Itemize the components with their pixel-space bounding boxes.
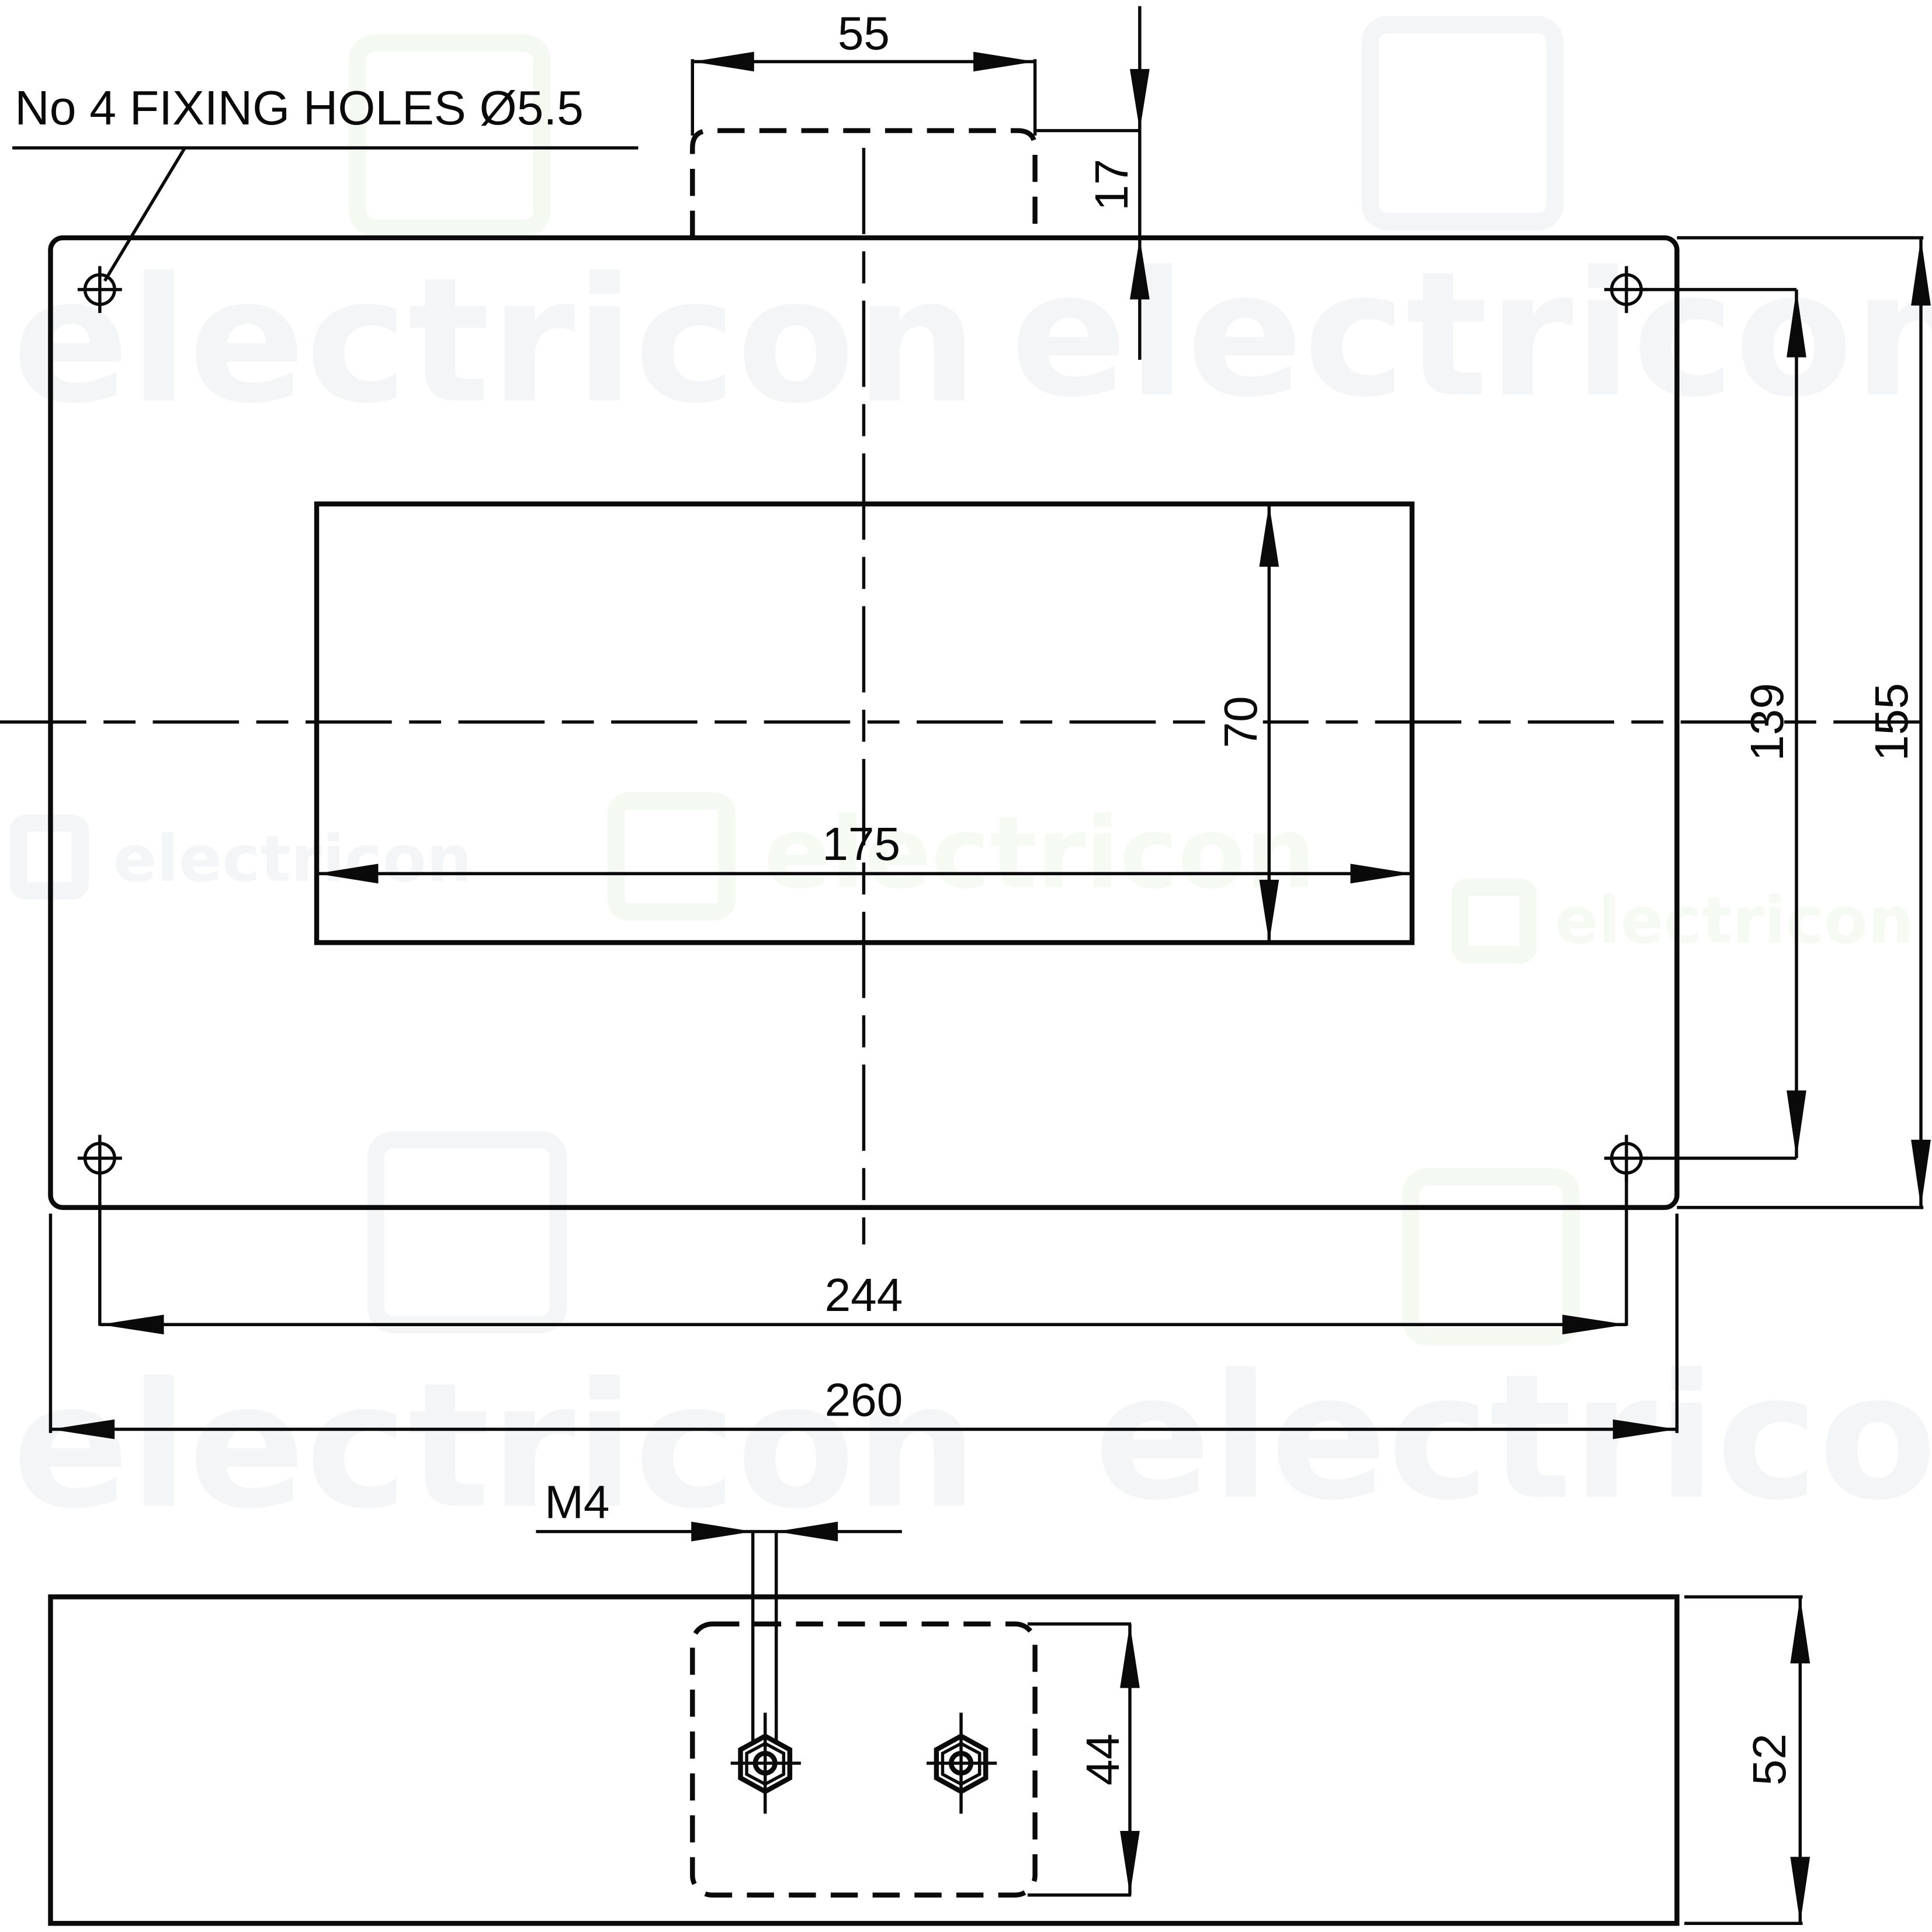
watermark-logo-icon [607,792,736,921]
svg-text:44: 44 [1076,1733,1129,1785]
watermark-logo-icon [367,1131,567,1333]
svg-text:70: 70 [1214,696,1267,748]
dimension-55: 55 [691,6,1037,136]
terminal-nut-left [730,1712,801,1814]
dimension-44: 44 [1027,1622,1140,1897]
terminal-box-side-hidden-outline [690,1621,1038,1898]
watermark-text: electricon [12,1345,978,1546]
arrow-icon [1787,1090,1806,1158]
svg-text:260: 260 [825,1373,903,1425]
dimension-244: 244 [98,1173,1628,1335]
watermark-logo-icon [1451,878,1536,964]
arrow-icon [1350,863,1412,884]
arrow-icon [99,1314,164,1335]
arrow-icon [1259,879,1279,943]
svg-text:55: 55 [838,6,890,59]
svg-text:139: 139 [1740,683,1793,761]
arrow-icon [973,51,1035,72]
arrow-icon [1787,289,1806,358]
svg-text:244: 244 [825,1268,903,1321]
watermark-text: electricon [764,796,1316,911]
dimension-52: 52 [1684,1595,1810,1925]
watermark-logo-icon [348,34,551,237]
arrow-icon [1790,1857,1810,1924]
watermark-text: electricon [1010,234,1932,435]
fixing-holes-note: No 4 FIXING HOLES Ø5.5 [15,82,584,135]
arrow-icon [691,1521,753,1542]
svg-text:17: 17 [1085,159,1137,211]
dimension-260: 260 [48,1213,1679,1440]
arrow-icon [1130,69,1150,131]
arrow-icon [1790,1597,1810,1664]
arrow-icon [1562,1314,1626,1335]
note-leader [103,147,186,282]
arrow-icon [1130,238,1150,300]
svg-text:52: 52 [1743,1733,1795,1785]
dimension-139: 139 [1641,287,1806,1160]
watermark-text: electricon [1555,883,1914,958]
arrow-icon [50,1419,115,1440]
terminal-nut-right [927,1712,997,1814]
watermark-logo-icon [1361,16,1564,231]
svg-text:155: 155 [1865,683,1917,761]
arrow-icon [1911,1139,1931,1208]
dimension-155: 155 [1677,236,1931,1209]
side-view-outline [48,1594,1680,1926]
dimension-17: 17 [1035,6,1150,360]
svg-text:175: 175 [822,817,900,870]
arrow-icon [317,863,379,884]
svg-text:M4: M4 [544,1475,609,1528]
watermark-text: electricon [1094,1337,1932,1538]
watermark-text: electricon [113,821,472,896]
arrow-icon [1120,1831,1140,1895]
terminal-box-hidden-outline [690,128,1038,238]
watermark-logo-icon [1402,1168,1580,1346]
watermark-text: electricon [12,240,978,441]
watermark-layer: electricon electricon electricon electri… [9,16,1932,1546]
dimension-175: 175 [317,817,1412,884]
arrow-icon [1259,504,1279,567]
fixing-hole-top-left [77,266,122,313]
m4-stud: M4 [536,1475,902,1744]
arrow-icon [776,1521,838,1542]
arrow-icon [1120,1624,1140,1688]
dimension-70: 70 [1213,504,1279,943]
arrow-icon [1612,1419,1677,1440]
arrow-icon [692,51,754,72]
arrow-icon [1911,238,1931,306]
